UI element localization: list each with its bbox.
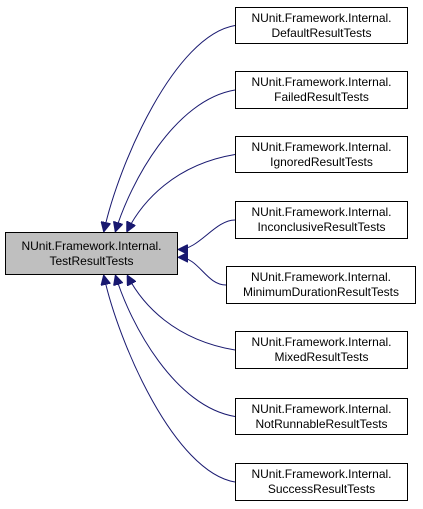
inheritance-edge-failed xyxy=(116,89,236,231)
node-label-namespace: NUnit.Framework.Internal. xyxy=(251,205,392,219)
node-label-class: MinimumDurationResultTests xyxy=(242,285,400,299)
node-label-class: IgnoredResultTests xyxy=(270,154,373,169)
node-mixed-result-tests[interactable]: NUnit.Framework.Internal. MixedResultTes… xyxy=(235,331,408,369)
node-label-class: MixedResultTests xyxy=(274,350,369,364)
node-label-class: InconclusiveResultTests xyxy=(257,220,386,234)
inheritance-edge-ignored xyxy=(127,154,236,232)
node-not-runnable-result-tests[interactable]: NUnit.Framework.Internal. NotRunnableRes… xyxy=(235,398,408,435)
node-label-class: FailedResultTests xyxy=(274,90,369,104)
node-label-class: SuccessResultTests xyxy=(267,482,376,496)
node-label-namespace: NUnit.Framework.Internal. xyxy=(251,401,392,416)
node-label-class: DefaultResultTests xyxy=(271,25,372,40)
node-label-namespace: NUnit.Framework.Internal. xyxy=(251,10,392,25)
inheritance-edge-success xyxy=(104,276,236,483)
node-label-namespace: NUnit.Framework.Internal. xyxy=(251,75,392,89)
node-label-namespace: NUnit.Framework.Internal. xyxy=(250,270,392,284)
inheritance-edge-not-runnable xyxy=(116,276,236,417)
node-default-result-tests[interactable]: NUnit.Framework.Internal. DefaultResultT… xyxy=(235,7,408,44)
node-inconclusive-result-tests[interactable]: NUnit.Framework.Internal. InconclusiveRe… xyxy=(235,201,408,239)
node-label-class: TestResultTests xyxy=(49,253,134,268)
node-minimum-duration-result-tests[interactable]: NUnit.Framework.Internal. MinimumDuratio… xyxy=(226,266,416,304)
node-label-namespace: NUnit.Framework.Internal. xyxy=(251,139,392,154)
node-label-namespace: NUnit.Framework.Internal. xyxy=(21,238,162,253)
inheritance-edge-minimum-duration xyxy=(179,257,227,286)
node-label-namespace: NUnit.Framework.Internal. xyxy=(251,335,392,349)
node-label-namespace: NUnit.Framework.Internal. xyxy=(251,467,392,481)
node-ignored-result-tests[interactable]: NUnit.Framework.Internal. IgnoredResultT… xyxy=(235,136,408,173)
node-success-result-tests[interactable]: NUnit.Framework.Internal. SuccessResultT… xyxy=(235,463,408,501)
inheritance-edge-mixed xyxy=(128,276,236,351)
node-failed-result-tests[interactable]: NUnit.Framework.Internal. FailedResultTe… xyxy=(235,71,408,109)
node-test-result-tests[interactable]: NUnit.Framework.Internal. TestResultTest… xyxy=(5,232,178,275)
node-label-class: NotRunnableResultTests xyxy=(255,416,388,431)
inheritance-edge-default xyxy=(104,25,236,232)
inheritance-edge-inconclusive xyxy=(179,219,236,249)
